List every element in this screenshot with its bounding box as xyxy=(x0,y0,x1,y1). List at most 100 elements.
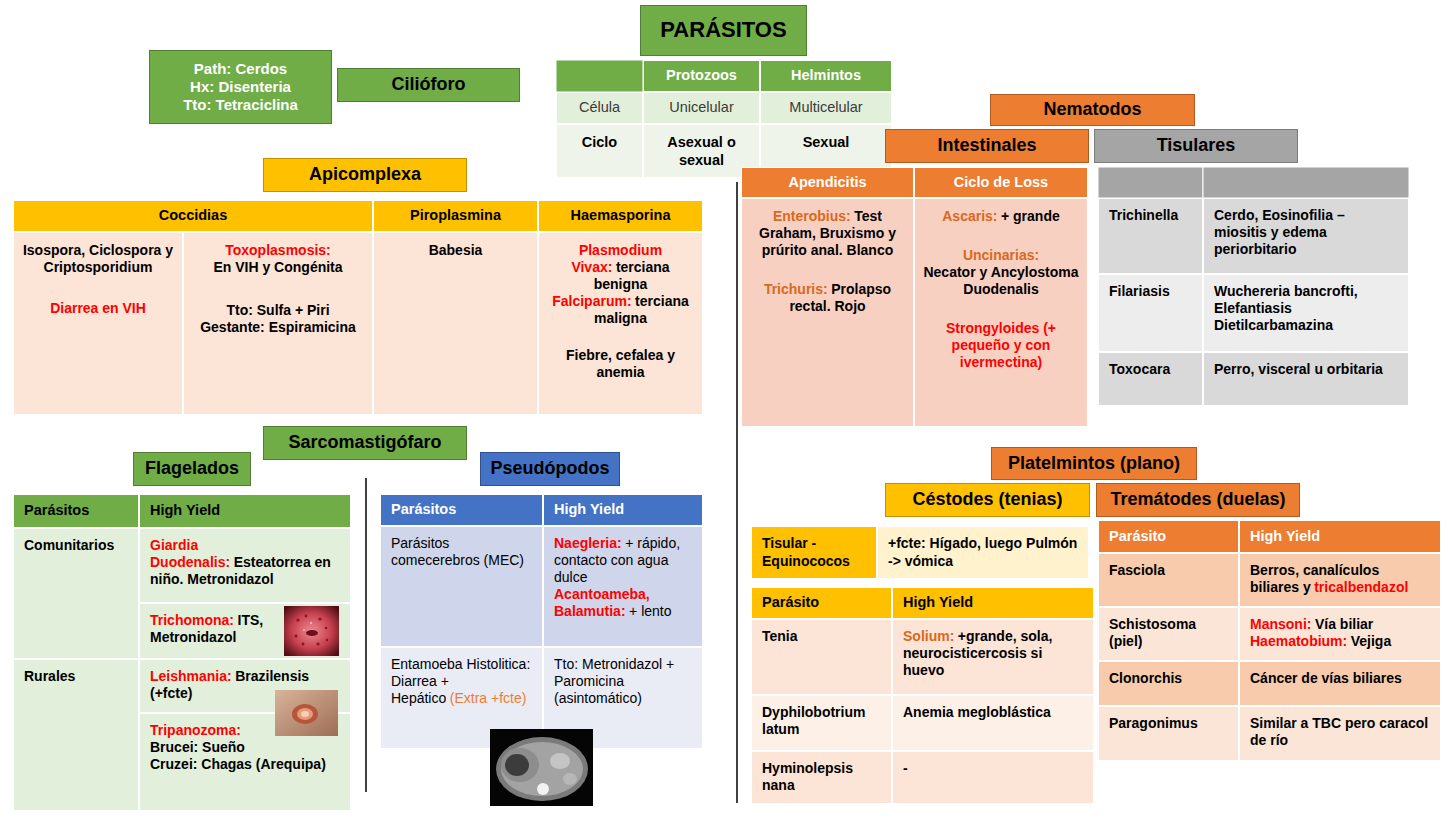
text-block: Tremátodes (duelas) xyxy=(1103,489,1293,511)
table-cell: Filariasis xyxy=(1098,274,1203,352)
text-line: Solium:+grande, sola, neurocisticercosis… xyxy=(903,628,1085,679)
table-cell: Mansoni:Vía biliarHaematobium:Vejiga xyxy=(1239,607,1441,661)
node-text: Fasciola xyxy=(1109,562,1165,578)
text-line: Anemia megloblástica xyxy=(903,704,1085,721)
text-line: Fasciola xyxy=(1109,562,1230,579)
text-line: Protozoos xyxy=(650,67,753,85)
text-line: Ciclo xyxy=(563,134,636,152)
table-cell: Trichinella xyxy=(1098,198,1203,274)
table-cell: Babesia xyxy=(373,232,538,415)
text-line: Brucei: Sueño xyxy=(150,739,342,756)
text-block: Coccidias xyxy=(20,207,366,225)
node-text: Tisulares xyxy=(1157,135,1236,155)
node-text: Unicelular xyxy=(669,99,733,115)
text-line: Sexual xyxy=(767,134,885,152)
text-block: Toxoplasmosis:En VIH y CongénitaTto: Sul… xyxy=(190,242,366,336)
text-block: Enterobius:Test Graham, Bruxismo y prúri… xyxy=(748,208,907,315)
spine xyxy=(537,783,549,795)
node-text: Mansoni: xyxy=(1250,616,1311,632)
table-cell: Célula xyxy=(556,92,643,124)
table-header-cell: Haemasporina xyxy=(538,200,703,232)
text-line: Tisular - Equinococos xyxy=(762,535,868,569)
table-cell: Giardia Duodenalis:Esteatorrea en niño. … xyxy=(139,528,351,603)
text-line: Pseudópodos xyxy=(487,458,613,480)
node-text: Gestante: Espiramicina xyxy=(200,319,356,335)
red-dot xyxy=(316,642,319,645)
table-cell: Solium:+grande, sola, neurocisticercosis… xyxy=(892,619,1094,695)
text-block: Céstodes (tenias) xyxy=(892,489,1083,511)
text-block: Naegleria:+ rápido, contacto con agua du… xyxy=(554,535,694,620)
category-label: Nematodos xyxy=(990,94,1195,126)
text-line: Hyminolepsis nana xyxy=(762,760,883,794)
node-text: Vivax: xyxy=(571,259,612,275)
text-block: Haemasporina xyxy=(545,207,696,225)
text-block: Platelmintos (plano) xyxy=(998,453,1190,475)
node-text: Hyminolepsis nana xyxy=(762,760,853,793)
text-block: Pseudópodos xyxy=(487,458,613,480)
blank-header-cell xyxy=(556,60,643,92)
node-text: + grande xyxy=(1001,208,1060,224)
node-text: Tremátodes (duelas) xyxy=(1110,489,1285,509)
node-text: Asexual o sexual xyxy=(667,134,736,168)
text-line: Toxocara xyxy=(1109,361,1194,378)
text-block: Ascaris:+ grandeUncinarias:Necator y Anc… xyxy=(921,208,1081,372)
info-box: Path: CerdosHx: DisenteriaTto: Tetracicl… xyxy=(149,50,332,124)
table-cell: Similar a TBC pero caracol de río xyxy=(1239,706,1441,761)
text-line: Giardia Duodenalis:Esteatorrea en niño. … xyxy=(150,537,342,588)
text-line: Piroplasmina xyxy=(380,207,531,225)
node-text: Parásitos xyxy=(24,502,89,518)
node-text: Multicelular xyxy=(789,99,862,115)
node-text: Nematodos xyxy=(1043,99,1141,119)
blank-header-cell xyxy=(1098,167,1203,198)
separator-line xyxy=(365,478,367,792)
text-line: Entamoeba Histolitica: Diarrea + Hepátic… xyxy=(391,656,534,707)
table-cell: Fasciola xyxy=(1098,553,1239,607)
node-text: Haematobium: xyxy=(1250,633,1347,649)
text-block: Comunitarios xyxy=(24,537,130,554)
text-block: Helmintos xyxy=(767,67,885,85)
text-line: Diarrea en VIH xyxy=(20,300,176,317)
text-line: Céstodes (tenias) xyxy=(892,489,1083,511)
table-header-cell: Ciclo de Loss xyxy=(914,167,1088,198)
table-header-cell: Apendicitis xyxy=(741,167,914,198)
text-line: Trichinella xyxy=(1109,207,1194,224)
node-text: Brucei: Sueño xyxy=(150,739,245,755)
text-block: Paragonimus xyxy=(1109,715,1230,732)
node-text: Tto: Tetraciclina xyxy=(183,96,298,113)
node-text: Uncinarias: xyxy=(963,247,1039,263)
node-text: Vía biliar xyxy=(1315,616,1373,632)
table-cell: Rurales xyxy=(13,659,139,811)
node-text: Parásito xyxy=(762,594,819,610)
text-line: Unicelular xyxy=(650,99,753,117)
node-text: Solium: xyxy=(903,628,954,644)
node-text: Tto: Metronidazol + Paromicina (asintomá… xyxy=(554,656,674,706)
text-line: Ciclo de Loss xyxy=(921,174,1081,192)
text-block: Giardia Duodenalis:Esteatorrea en niño. … xyxy=(150,537,342,588)
text-line: Naegleria:+ rápido, contacto con agua du… xyxy=(554,535,694,586)
text-line: Apicomplexa xyxy=(270,164,460,186)
text-block: Cerdo, Eosinofilia – miositis y edema pe… xyxy=(1214,207,1400,258)
text-block: Parásito xyxy=(1109,528,1228,546)
node-text: Sexual xyxy=(803,134,850,150)
node-text: Ascaris: xyxy=(942,208,997,224)
text-line: Trichuris:Prolapso rectal. Rojo xyxy=(748,281,907,315)
node-text: Cerdo, Eosinofilia – miositis y edema pe… xyxy=(1214,207,1345,257)
node-text: Toxoplasmosis: xyxy=(225,242,331,258)
text-line: Asexual o sexual xyxy=(650,134,753,169)
text-block: Ciclo de Loss xyxy=(921,174,1081,192)
text-line: Cilióforo xyxy=(344,74,513,96)
table-cell: Enterobius:Test Graham, Bruxismo y prúri… xyxy=(741,198,914,427)
text-block: Sexual xyxy=(767,134,885,152)
photo-ground xyxy=(284,606,339,656)
node-text: Comunitarios xyxy=(24,537,114,553)
text-block: Babesia xyxy=(380,242,531,259)
table-cell: Ascaris:+ grandeUncinarias:Necator y Anc… xyxy=(914,198,1088,427)
node-text: Wuchereria bancrofti, Elefantiasis Dieti… xyxy=(1214,283,1358,333)
text-line: Filariasis xyxy=(1109,283,1194,300)
text-line: Tto: Sulfa + Piri xyxy=(190,302,366,319)
text-line: Parásitos xyxy=(24,502,128,520)
node-text: En VIH y Congénita xyxy=(213,259,342,275)
node-text: tricalbendazol xyxy=(1314,579,1408,595)
node-text: Perro, visceral u orbitaria xyxy=(1214,361,1383,377)
text-line: Tto: Tetraciclina xyxy=(156,96,325,114)
